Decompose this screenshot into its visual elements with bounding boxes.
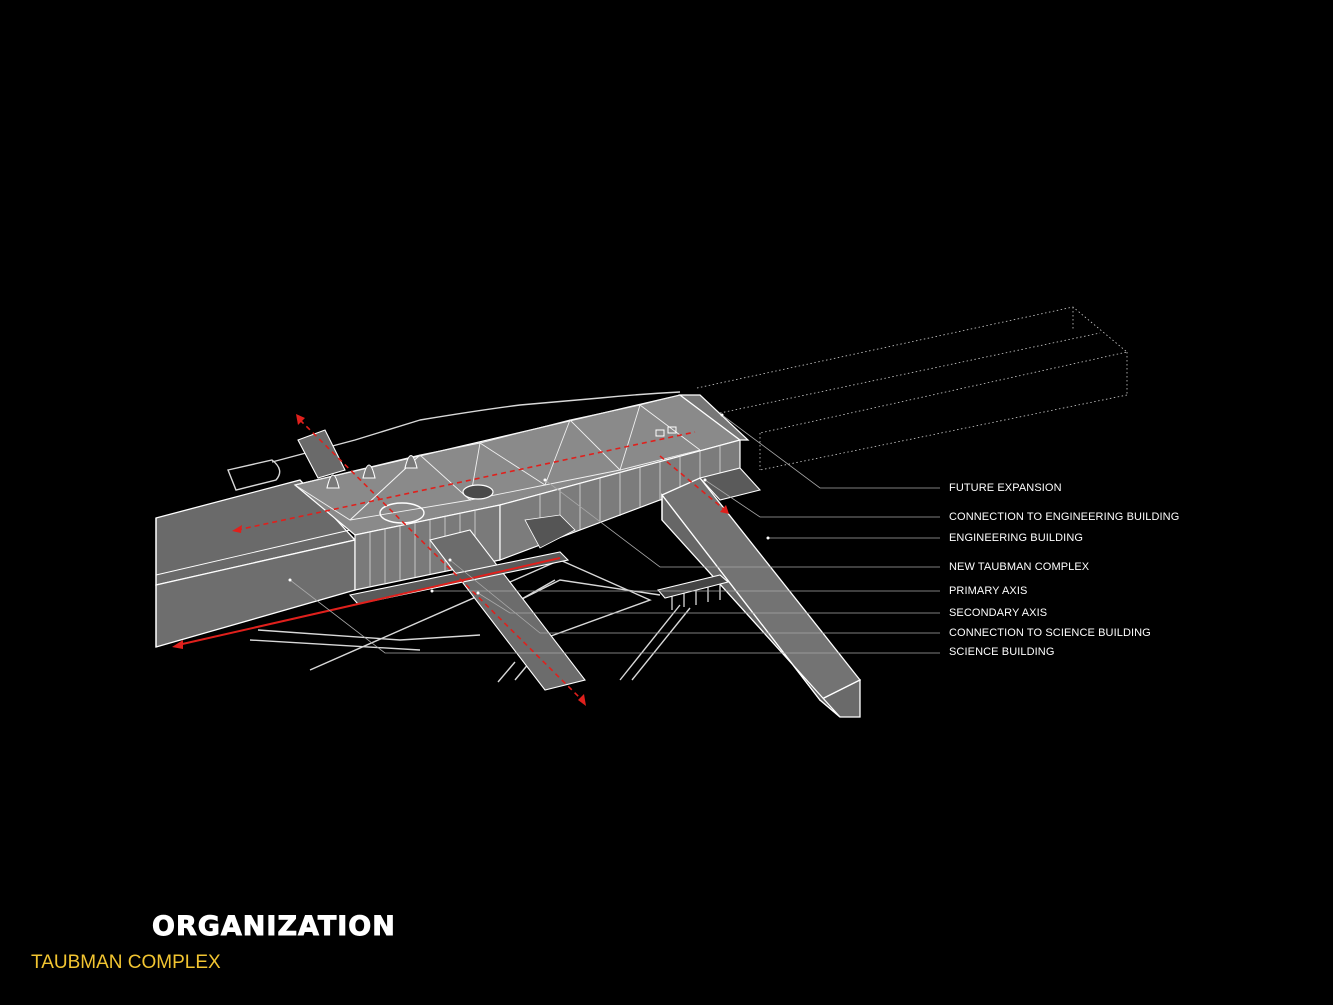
connection-engineering-bridge <box>698 467 762 501</box>
label-engineering-building: ENGINEERING BUILDING <box>949 532 1084 544</box>
engineering-building-mass <box>660 477 862 718</box>
primary-axis-line <box>172 431 696 649</box>
future-expansion-volume <box>696 306 1128 471</box>
label-secondary-axis: SECONDARY AXIS <box>949 607 1048 619</box>
secondary-axis-line <box>296 414 729 706</box>
connection-science-pavilion <box>656 574 730 610</box>
secondary-axis-corridor <box>297 429 586 691</box>
label-new-taubman-complex: NEW TAUBMAN COMPLEX <box>949 561 1090 573</box>
page-subtitle: TAUBMAN COMPLEX <box>31 952 221 973</box>
site-context-lines <box>227 391 691 683</box>
science-building-mass <box>155 479 357 648</box>
label-primary-axis: PRIMARY AXIS <box>949 585 1028 597</box>
leader-lines <box>289 414 940 654</box>
leader-dots <box>288 413 770 595</box>
page-title: ORGANIZATION <box>152 911 396 943</box>
label-connection-engineering: CONNECTION TO ENGINEERING BUILDING <box>949 511 1180 523</box>
label-science-building: SCIENCE BUILDING <box>949 646 1055 658</box>
label-future-expansion: FUTURE EXPANSION <box>949 482 1062 494</box>
new-taubman-complex-mass <box>293 394 750 591</box>
label-connection-science: CONNECTION TO SCIENCE BUILDING <box>949 627 1151 639</box>
